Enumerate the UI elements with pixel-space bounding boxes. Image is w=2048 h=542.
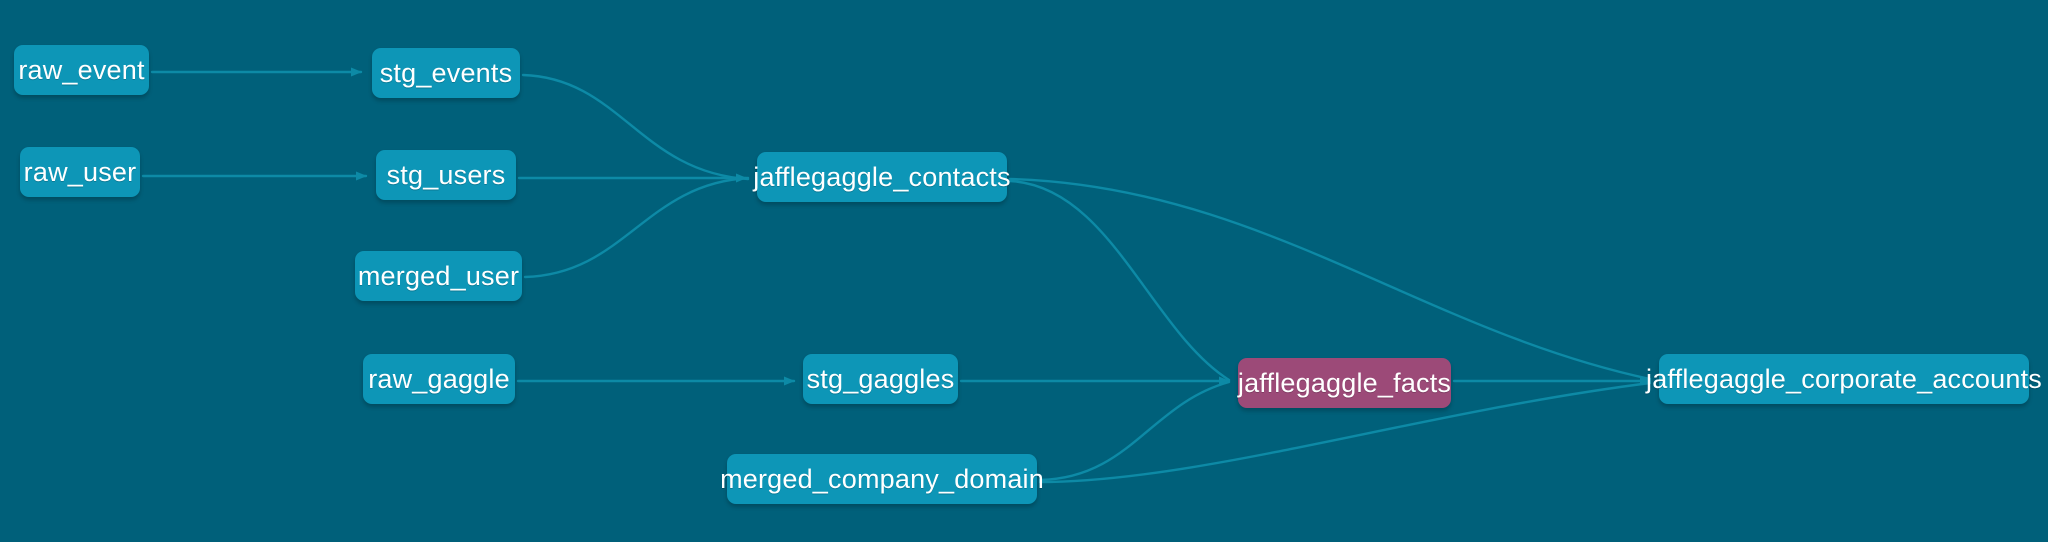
node-label: stg_events — [379, 57, 513, 88]
edge-jafflegaggle_contacts-to-jafflegaggle_corporate_accounts — [1008, 177, 1652, 381]
node-label: merged_company_domain — [720, 463, 1044, 494]
edge-merged_company_domain-to-jafflegaggle_facts — [1038, 380, 1231, 482]
node-label: merged_user — [357, 260, 520, 291]
node-merged_user[interactable]: merged_user — [355, 251, 522, 301]
node-jafflegaggle_corporate_accounts[interactable]: jafflegaggle_corporate_accounts — [1646, 354, 2042, 404]
node-label: jafflegaggle_corporate_accounts — [1646, 363, 2042, 394]
edge-jafflegaggle_contacts-to-jafflegaggle_facts — [1008, 179, 1231, 382]
node-stg_events[interactable]: stg_events — [372, 48, 520, 98]
node-label: jafflegaggle_contacts — [753, 161, 1011, 192]
node-label: jafflegaggle_facts — [1237, 367, 1452, 398]
node-stg_users[interactable]: stg_users — [376, 150, 516, 200]
edge-stg_events-to-jafflegaggle_contacts — [521, 73, 750, 181]
node-merged_company_domain[interactable]: merged_company_domain — [720, 454, 1044, 504]
node-label: raw_user — [23, 156, 137, 187]
node-label: stg_users — [386, 159, 506, 190]
node-stg_gaggles[interactable]: stg_gaggles — [803, 354, 958, 404]
node-label: raw_event — [18, 54, 145, 85]
node-jafflegaggle_facts[interactable]: jafflegaggle_facts — [1238, 358, 1451, 408]
edge-merged_user-to-jafflegaggle_contacts — [523, 176, 750, 279]
node-raw_gaggle[interactable]: raw_gaggle — [363, 354, 515, 404]
node-label: stg_gaggles — [806, 363, 955, 394]
node-raw_user[interactable]: raw_user — [20, 147, 140, 197]
node-label: raw_gaggle — [368, 363, 510, 394]
node-jafflegaggle_contacts[interactable]: jafflegaggle_contacts — [753, 152, 1011, 202]
node-raw_event[interactable]: raw_event — [14, 45, 149, 95]
